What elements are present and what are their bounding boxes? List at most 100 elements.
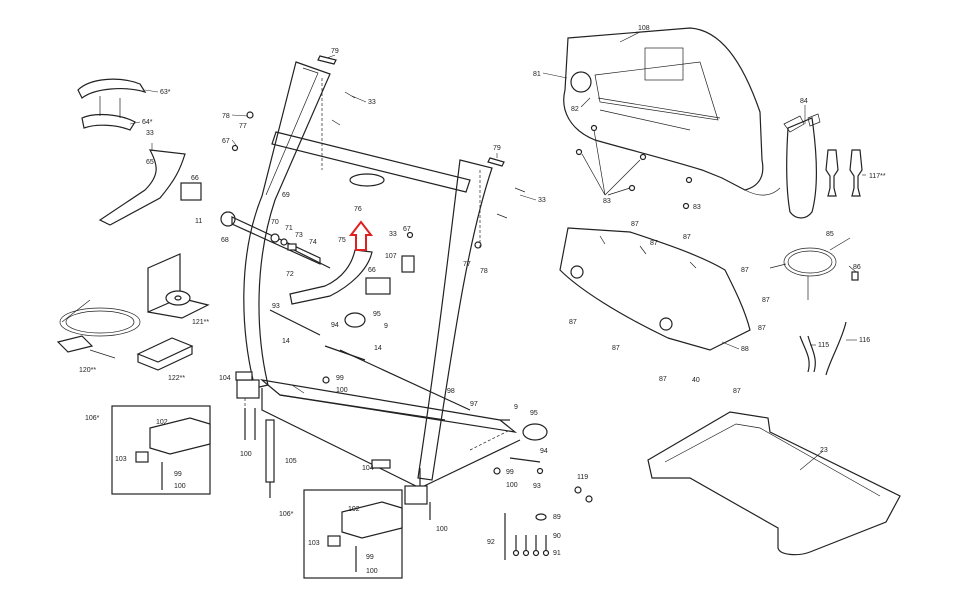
label-67b: 67 (403, 226, 411, 233)
label-9b: 9 (514, 404, 518, 411)
incline-cylinder (265, 419, 275, 483)
label-104a: 104 (219, 375, 231, 382)
cables (769, 247, 859, 376)
walking-platform (647, 411, 901, 556)
label-102b: 102 (348, 506, 360, 513)
base-foot-left (236, 379, 260, 399)
label-87a: 87 (631, 221, 639, 228)
label-100c: 100 (240, 451, 252, 458)
label-87i: 87 (659, 376, 667, 383)
label-106b: 106* (279, 511, 294, 518)
label-64: 64* (142, 119, 153, 126)
label-99d: 99 (366, 554, 374, 561)
label-94a: 94 (331, 322, 339, 329)
label-14a: 14 (282, 338, 290, 345)
label-66b: 66 (368, 267, 376, 274)
label-122: 122** (168, 375, 185, 382)
label-11: 11 (195, 218, 202, 225)
label-87e: 87 (762, 297, 770, 304)
label-104b: 104 (362, 465, 374, 472)
label-91: 91 (553, 550, 561, 557)
label-88: 88 (741, 346, 749, 353)
label-99b: 99 (506, 469, 514, 476)
label-85: 85 (826, 231, 834, 238)
label-73: 73 (295, 232, 303, 239)
label-33c: 33 (146, 130, 154, 137)
label-121: 121** (192, 319, 209, 326)
label-72: 72 (286, 271, 294, 278)
label-106a: 106* (85, 415, 100, 422)
label-94b: 94 (540, 448, 548, 455)
label-102a: 102 (156, 419, 168, 426)
label-78b: 78 (480, 268, 488, 275)
base-foot-right (404, 485, 428, 505)
label-95b: 95 (530, 410, 538, 417)
label-82: 82 (571, 106, 579, 113)
highlight-arrow-icon (348, 220, 374, 251)
label-107: 107 (385, 253, 397, 260)
callout-labels: 108 81 82 83 83 84 117** 79 79 33 33 33 … (79, 25, 886, 575)
label-93b: 93 (533, 483, 541, 490)
label-74: 74 (309, 239, 317, 246)
label-120: 120** (79, 367, 96, 374)
hardware-bottom (504, 486, 593, 560)
accessory-bag-weights (783, 113, 863, 219)
label-99a: 99 (336, 375, 344, 382)
label-83b: 83 (693, 204, 701, 211)
label-117: 117** (869, 173, 886, 180)
label-100a: 100 (336, 387, 348, 394)
label-40: 40 (692, 377, 700, 384)
label-69: 69 (282, 192, 290, 199)
label-100e: 100 (436, 526, 448, 533)
label-33d: 33 (389, 231, 397, 238)
label-100d: 100 (174, 483, 186, 490)
label-119: 119 (577, 474, 588, 481)
label-68: 68 (221, 237, 229, 244)
label-86: 86 (853, 264, 861, 271)
label-97: 97 (470, 401, 478, 408)
label-103a: 103 (115, 456, 127, 463)
handle-parts-left (77, 55, 526, 305)
wheel-95-upper (344, 312, 366, 328)
accessory-media (56, 253, 210, 371)
label-84: 84 (800, 98, 808, 105)
label-92: 92 (487, 539, 495, 546)
label-87b: 87 (683, 234, 691, 241)
label-115: 115 (818, 342, 829, 349)
label-103b: 103 (308, 540, 320, 547)
upright-frame (231, 61, 548, 520)
inset-box-right (303, 489, 403, 579)
label-70: 70 (271, 219, 279, 226)
label-33b: 33 (538, 197, 546, 204)
label-63: 63* (160, 89, 171, 96)
label-14b: 14 (374, 345, 382, 352)
label-79b: 79 (493, 145, 501, 152)
label-90: 90 (553, 533, 561, 540)
label-83a: 83 (603, 198, 611, 205)
label-87d: 87 (741, 267, 749, 274)
leader-lines (129, 31, 866, 471)
label-116: 116 (859, 337, 870, 344)
label-76: 76 (354, 206, 362, 213)
label-87f: 87 (569, 319, 577, 326)
motor-hood (559, 227, 751, 351)
label-77a: 77 (239, 123, 247, 130)
label-9a: 9 (384, 323, 388, 330)
label-89: 89 (553, 514, 561, 521)
console-assembly (563, 27, 781, 210)
label-71: 71 (285, 225, 293, 232)
label-98: 98 (447, 388, 455, 395)
label-79a: 79 (331, 48, 339, 55)
label-23: 23 (820, 447, 828, 454)
label-100f: 100 (366, 568, 378, 575)
label-105: 105 (285, 458, 297, 465)
label-67a: 67 (222, 138, 230, 145)
label-78a: 78 (222, 113, 230, 120)
label-66a: 66 (191, 175, 199, 182)
label-99c: 99 (174, 471, 182, 478)
label-87g: 87 (612, 345, 620, 352)
label-100b: 100 (506, 482, 518, 489)
label-87c: 87 (650, 240, 658, 247)
label-108: 108 (638, 25, 650, 32)
